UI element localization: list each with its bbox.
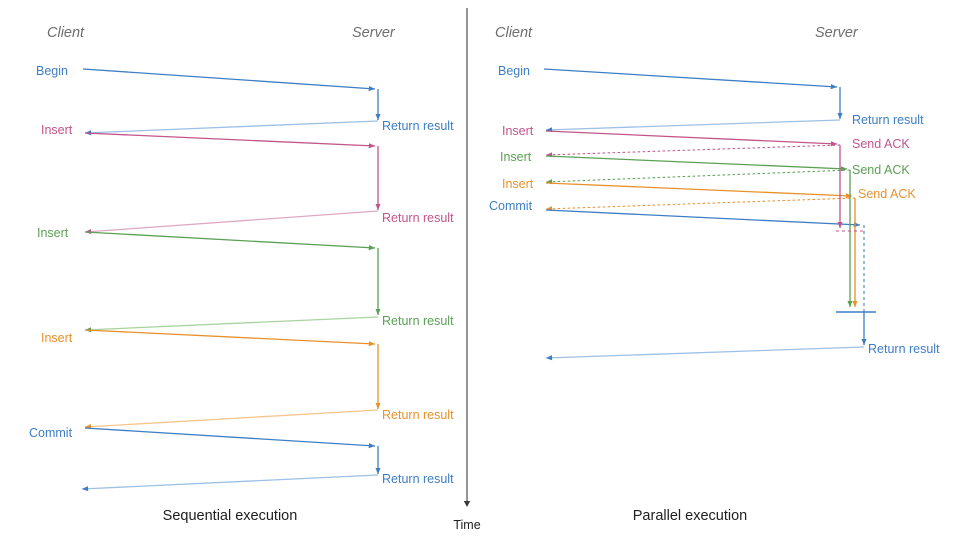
message-line-seq-insert-2	[84, 231, 376, 251]
time-axis: Time	[453, 8, 481, 532]
message-line-seq-insert-2-return	[84, 316, 379, 333]
message-label-par-commit: Commit	[489, 199, 533, 213]
lane-header-client: Client	[495, 25, 533, 41]
message-line-par-insert-1	[545, 130, 838, 147]
message-label-par-commit-return: Return result	[868, 342, 940, 356]
message-line-seq-insert-1-return	[84, 210, 379, 235]
message-label-seq-insert-2: Insert	[37, 226, 69, 240]
message-line-par-begin	[543, 68, 838, 90]
message-line-seq-begin	[82, 68, 376, 92]
message-label-par-begin-return: Return result	[852, 113, 924, 127]
panel-caption-parallel: Parallel execution	[633, 508, 747, 524]
message-label-seq-insert-2-return: Return result	[382, 314, 454, 328]
message-label-par-ack-1: Send ACK	[852, 137, 910, 151]
message-label-seq-insert-1: Insert	[41, 123, 73, 137]
message-line-par-commit	[545, 209, 861, 228]
message-label-seq-begin: Begin	[36, 64, 68, 78]
lane-header-client: Client	[47, 25, 85, 41]
message-line-par-ack-2	[545, 169, 851, 185]
message-label-par-ack-3: Send ACK	[858, 187, 916, 201]
time-axis-arrowhead	[463, 501, 471, 507]
message-line-seq-commit-return	[81, 474, 379, 492]
message-line-par-begin-return	[545, 119, 841, 133]
message-label-par-insert-2: Insert	[500, 150, 532, 164]
message-line-par-insert-3	[545, 182, 853, 199]
message-label-par-insert-1: Insert	[502, 124, 534, 138]
message-line-par-ack-3	[545, 197, 856, 212]
message-label-par-begin: Begin	[498, 64, 530, 78]
lane-header-server: Server	[815, 25, 859, 41]
message-label-seq-begin-return: Return result	[382, 119, 454, 133]
message-label-seq-insert-3-return: Return result	[382, 408, 454, 422]
message-label-seq-commit-return: Return result	[382, 472, 454, 486]
message-label-par-insert-3: Insert	[502, 177, 534, 191]
message-line-par-commit-return	[545, 346, 865, 361]
message-line-seq-insert-1	[84, 132, 376, 149]
message-label-seq-insert-1-return: Return result	[382, 211, 454, 225]
message-line-seq-begin-return	[84, 120, 379, 136]
message-line-seq-insert-3	[84, 329, 376, 347]
message-line-par-insert-2	[545, 155, 848, 172]
panel-caption-sequential: Sequential execution	[163, 508, 298, 524]
message-line-seq-commit	[84, 427, 376, 449]
message-label-seq-insert-3: Insert	[41, 331, 73, 345]
lane-header-server: Server	[352, 25, 396, 41]
message-line-seq-insert-3-return	[84, 409, 379, 430]
message-label-par-ack-2: Send ACK	[852, 163, 910, 177]
message-line-par-ack-1	[545, 144, 841, 158]
time-axis-label: Time	[453, 518, 480, 532]
message-label-seq-commit: Commit	[29, 426, 73, 440]
